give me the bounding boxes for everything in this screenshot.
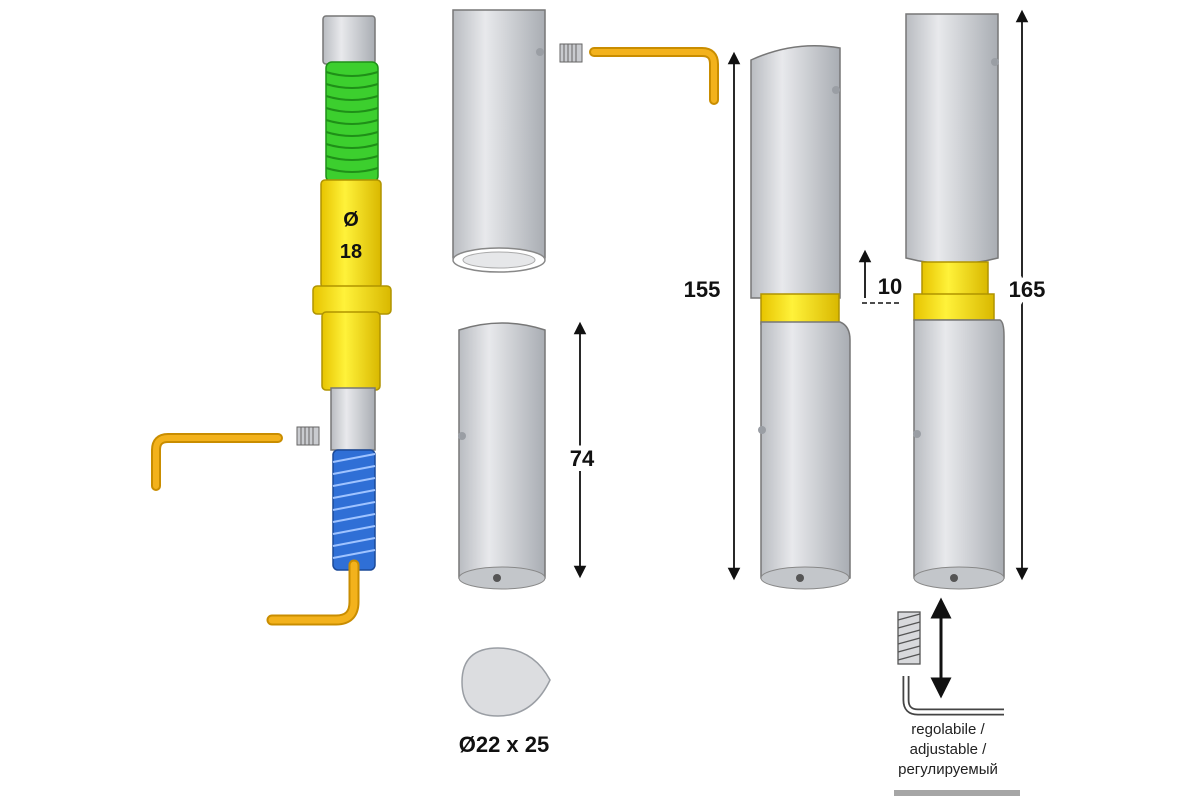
blue-thread	[332, 449, 376, 571]
left-hex-key-group	[151, 426, 320, 491]
set-screw-icon	[296, 426, 320, 446]
note-underline-bar	[894, 790, 1020, 796]
dimension-74-label: 74	[570, 446, 595, 471]
set-screw-icon	[897, 611, 921, 665]
dimension-10-label: 10	[878, 274, 902, 299]
pin-yellow-body-upper	[320, 179, 382, 289]
hex-key-icon	[151, 433, 283, 491]
adjustable-icon	[897, 597, 1004, 716]
hex-key-icon	[266, 559, 360, 626]
adjustable-note-line-2: adjustable /	[910, 741, 988, 758]
adjustable-note-line-3: регулируемый	[898, 761, 998, 778]
pin-hex-section	[330, 387, 376, 451]
pin-diameter-symbol: Ø	[343, 209, 359, 231]
adjustable-note-line-1: regolabile /	[911, 721, 985, 738]
dimension-10: 10	[858, 249, 902, 304]
pin-assembly: Ø 18	[266, 15, 392, 626]
pin-top-cap	[322, 15, 376, 65]
set-screw-icon	[559, 43, 583, 63]
hex-key-icon	[902, 676, 1004, 716]
dimension-165-label: 165	[1009, 277, 1046, 302]
pin-yellow-body-lower	[321, 311, 381, 391]
cross-section-label: Ø22 x 25	[459, 732, 550, 757]
dimension-155: 155	[684, 51, 741, 581]
hex-key-icon	[589, 47, 719, 105]
top-hex-key-group	[559, 43, 719, 105]
green-thread	[325, 61, 379, 183]
assembled-hinge-adjusted	[905, 13, 1005, 590]
pin-yellow-collar	[312, 285, 392, 315]
dimension-74: 74	[565, 321, 600, 579]
pin-diameter-value: 18	[340, 241, 362, 263]
dimension-165: 165	[1004, 9, 1050, 581]
cross-section-shape	[461, 647, 551, 717]
upper-sleeve	[452, 9, 546, 273]
lower-sleeve	[458, 322, 546, 590]
assembled-hinge-fixed	[750, 44, 851, 590]
dimension-155-label: 155	[684, 277, 721, 302]
